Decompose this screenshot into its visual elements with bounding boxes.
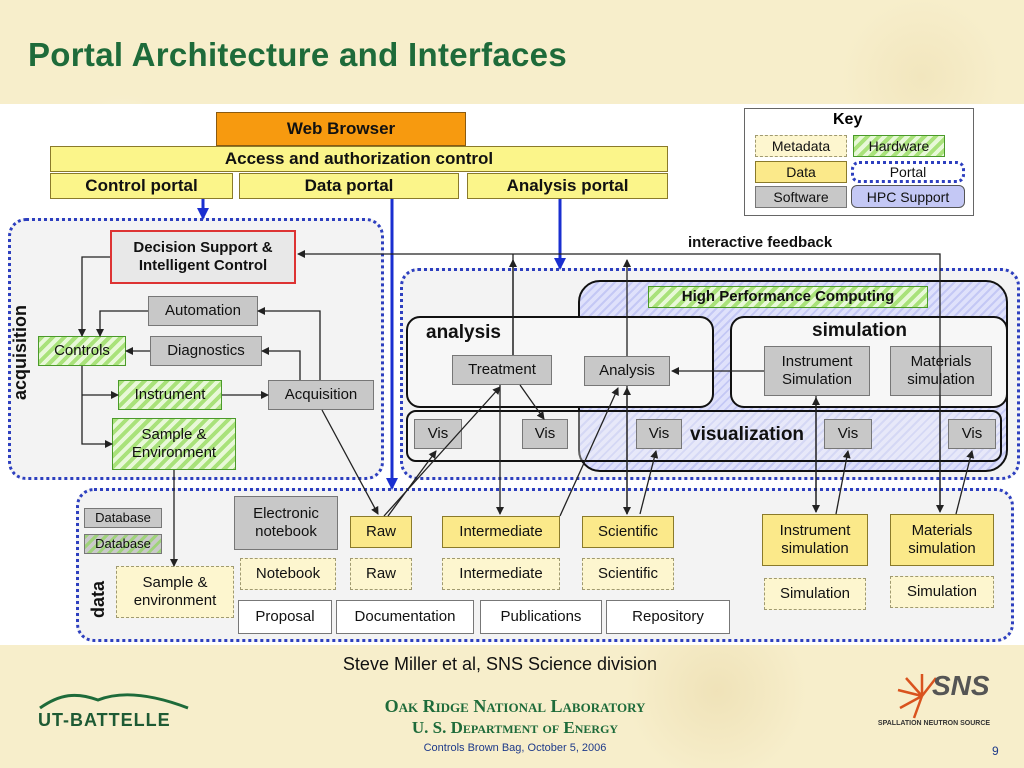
vis-box-5: Vis	[948, 419, 996, 449]
materials-simulation-box: Materials simulation	[890, 346, 992, 396]
electronic-notebook-box: Electronic notebook	[234, 496, 338, 550]
intermediate-metadata-box: Intermediate	[442, 558, 560, 590]
data-label: data	[88, 580, 108, 618]
access-control-bar: Access and authorization control	[50, 146, 668, 172]
control-portal-box: Control portal	[50, 173, 233, 199]
sns-logo: SNS SPALLATION NEUTRON SOURCE	[870, 668, 998, 738]
web-browser-box: Web Browser	[216, 112, 466, 146]
slide-title: Portal Architecture and Interfaces	[28, 36, 567, 73]
proposal-box: Proposal	[238, 600, 332, 634]
vis-box-4: Vis	[824, 419, 872, 449]
key-metadata: Metadata	[755, 135, 847, 157]
scientific-metadata-box: Scientific	[582, 558, 674, 590]
automation-box: Automation	[148, 296, 258, 326]
key-portal: Portal	[851, 161, 965, 183]
ut-battelle-mountain-icon	[39, 693, 189, 710]
vis-box-1: Vis	[414, 419, 462, 449]
controls-box: Controls	[38, 336, 126, 366]
key-data: Data	[755, 161, 847, 183]
repository-box: Repository	[606, 600, 730, 634]
key-hpc-support: HPC Support	[851, 185, 965, 208]
interactive-feedback-label: interactive feedback	[688, 234, 833, 251]
sns-burst-icon	[897, 674, 937, 719]
key-software: Software	[755, 186, 847, 208]
hpc-label-box: High Performance Computing	[648, 286, 928, 308]
materials-simulation-data-box: Materials simulation	[890, 514, 994, 566]
visualization-label: visualization	[690, 424, 805, 445]
page-number: 9	[992, 744, 999, 758]
analysis-group-label: analysis	[426, 322, 501, 343]
treatment-box: Treatment	[452, 355, 552, 385]
doe-text: U. S. Department of Energy	[411, 718, 619, 737]
ut-battelle-logo: UT-BATTELLE	[36, 690, 192, 734]
instrument-simulation-data-box: Instrument simulation	[762, 514, 868, 566]
acquisition-label: acquisition	[10, 304, 30, 400]
instrument-box: Instrument	[118, 380, 222, 410]
instrument-simulation-box: Instrument Simulation	[764, 346, 870, 396]
sns-text: SNS	[932, 670, 990, 701]
key-hardware: Hardware	[853, 135, 945, 157]
ut-battelle-text: UT-BATTELLE	[38, 710, 171, 730]
decision-support-box: Decision Support & Intelligent Control	[110, 230, 296, 284]
notebook-box: Notebook	[240, 558, 336, 590]
simulation-metadata-box-2: Simulation	[890, 576, 994, 608]
key-title: Key	[833, 111, 863, 128]
data-portal-box: Data portal	[239, 173, 459, 199]
database-hardware-box: Database	[84, 534, 162, 554]
raw-metadata-box: Raw	[350, 558, 412, 590]
scientific-data-box: Scientific	[582, 516, 674, 548]
sns-subtitle: SPALLATION NEUTRON SOURCE	[877, 720, 991, 727]
diagnostics-box: Diagnostics	[150, 336, 262, 366]
credit-text: Steve Miller et al, SNS Science division	[342, 654, 658, 674]
vis-box-3: Vis	[636, 419, 682, 449]
analysis-box: Analysis	[584, 356, 670, 386]
sample-environment-metadata-box: Sample & environment	[116, 566, 234, 618]
event-text: Controls Brown Bag, October 5, 2006	[423, 742, 607, 754]
raw-data-box: Raw	[350, 516, 412, 548]
acquisition-box: Acquisition	[268, 380, 374, 410]
publications-box: Publications	[480, 600, 602, 634]
simulation-group-label: simulation	[812, 320, 908, 341]
documentation-box: Documentation	[336, 600, 474, 634]
database-metadata-box: Database	[84, 508, 162, 528]
ornl-text: Oak Ridge National Laboratory	[384, 696, 646, 716]
vis-box-2: Vis	[522, 419, 568, 449]
sample-environment-box: Sample & Environment	[112, 418, 236, 470]
simulation-metadata-box-1: Simulation	[764, 578, 866, 610]
intermediate-data-box: Intermediate	[442, 516, 560, 548]
analysis-portal-box: Analysis portal	[467, 173, 668, 199]
key-legend: Key Metadata Hardware Data Portal Softwa…	[744, 108, 974, 216]
